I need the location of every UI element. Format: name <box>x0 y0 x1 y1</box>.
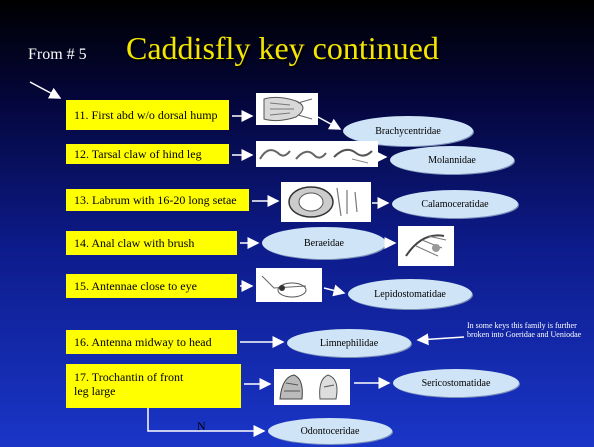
result-sericostomatidae: Sericostomatidae <box>421 377 491 389</box>
slide-title: Caddisfly key continued <box>126 30 439 66</box>
step-13-box: 13. Labrum with 16-20 long setae <box>66 189 249 211</box>
beraeidae-anal-claw-image <box>398 226 454 266</box>
step-15-box: 15. Antennae close to eye <box>66 274 237 298</box>
oval-lepidostomatidae: Lepidostomatidae <box>348 279 472 309</box>
oval-beraeidae: Beraeidae <box>262 227 386 259</box>
result-calamoceratidae: Calamoceratidae <box>421 198 489 210</box>
from-label: From # 5 <box>28 46 87 63</box>
step-14-label: 14. Anal claw with brush <box>74 236 195 250</box>
step-17-box: 17. Trochantin of front leg large <box>66 364 241 408</box>
oval-molannidae: Molannidae <box>390 146 514 174</box>
calamoceratidae-labrum-image <box>281 182 371 222</box>
step-16-box: 16. Antenna midway to head <box>66 330 237 354</box>
result-limnephilidae: Limnephilidae <box>319 337 379 349</box>
step-15-label: 15. Antennae close to eye <box>74 279 197 293</box>
family-note: In some keys this family is further brok… <box>467 321 582 339</box>
step-12-box: 12. Tarsal claw of hind leg <box>66 144 229 164</box>
oval-odontoceridae: Odontoceridae <box>268 418 392 444</box>
step-13-label: 13. Labrum with 16-20 long setae <box>74 193 237 207</box>
oval-calamoceratidae: Calamoceratidae <box>392 190 518 218</box>
step-14-box: 14. Anal claw with brush <box>66 231 237 255</box>
lepidostomatidae-antenna-image <box>256 268 322 302</box>
oval-limnephilidae: Limnephilidae <box>287 329 411 357</box>
sericostomatidae-trochantin-image <box>274 369 350 405</box>
molannidae-tarsal-claw-image <box>256 141 378 167</box>
result-odontoceridae: Odontoceridae <box>300 425 360 437</box>
result-brachycentridae: Brachycentridae <box>375 125 441 137</box>
step-11-box: 11. First abd w/o dorsal hump <box>66 100 229 130</box>
step-12-label: 12. Tarsal claw of hind leg <box>74 147 202 161</box>
result-lepidostomatidae: Lepidostomatidae <box>374 288 446 300</box>
result-beraeidae: Beraeidae <box>304 237 344 249</box>
step-16-label: 16. Antenna midway to head <box>74 335 212 349</box>
brachycentridae-abdomen-image <box>256 93 318 125</box>
step-11-label: 11. First abd w/o dorsal hump <box>74 108 218 122</box>
step-17-label: 17. Trochantin of front leg large <box>74 370 184 398</box>
oval-sericostomatidae: Sericostomatidae <box>393 369 519 397</box>
result-molannidae: Molannidae <box>428 154 476 166</box>
no-branch-label: N <box>197 419 206 433</box>
